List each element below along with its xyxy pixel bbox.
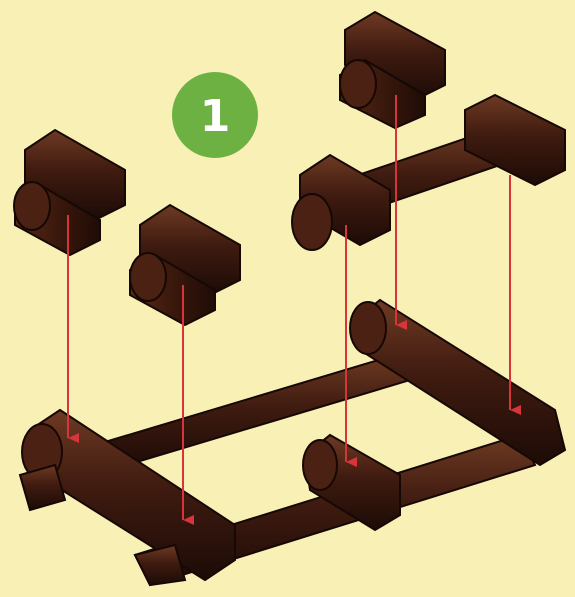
base-log-right-end (350, 302, 386, 354)
connector-piece-top (340, 12, 445, 128)
step-badge: 1 (172, 72, 258, 158)
connector-bar (292, 95, 565, 250)
base-rail-end-bottom (135, 545, 185, 585)
base-frame (20, 300, 565, 585)
step-number: 1 (200, 91, 231, 142)
base-block-middle-end (303, 440, 337, 490)
connector-log-end (14, 182, 50, 230)
connector-piece-left (14, 130, 125, 255)
connector-log-end (130, 253, 166, 301)
connector-bar-end (292, 194, 332, 250)
connector-log-end (340, 60, 376, 108)
connector-piece-middle (130, 205, 240, 325)
